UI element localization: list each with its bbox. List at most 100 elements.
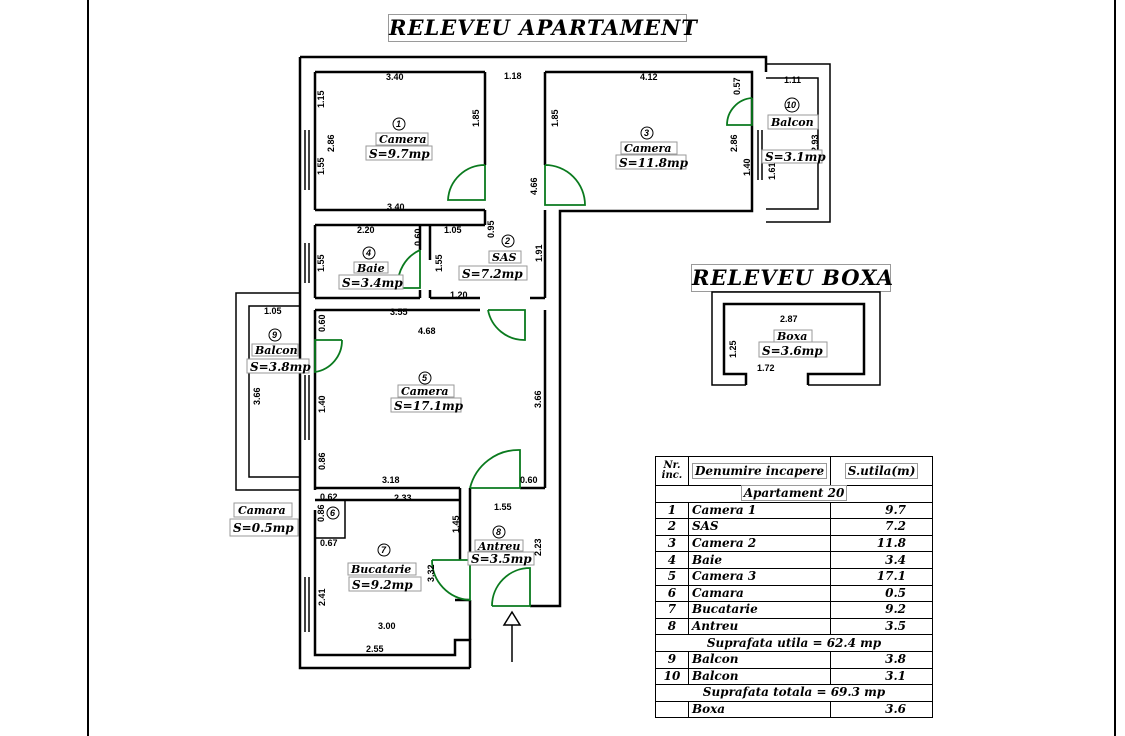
row-nr: 5 bbox=[655, 567, 689, 586]
table-row: 3 Camera 2 11.8 bbox=[655, 534, 933, 553]
row-name: Camara bbox=[687, 584, 832, 603]
row-area: 9.2 bbox=[830, 601, 933, 619]
dim: 1.91 bbox=[534, 244, 544, 262]
row-nr: 2 bbox=[655, 518, 689, 536]
row-area: 7.2 bbox=[830, 518, 933, 536]
door-balcon-10 bbox=[726, 97, 753, 126]
dim: 2.55 bbox=[366, 644, 384, 654]
dim: 0.60 bbox=[520, 475, 538, 485]
room-9-number: 9 bbox=[272, 330, 277, 340]
dim: 1.85 bbox=[471, 109, 481, 127]
room-2-number: 2 bbox=[504, 236, 510, 246]
dim: 0.95 bbox=[486, 220, 496, 238]
door-bucatarie bbox=[431, 559, 471, 601]
header-area-text: S.utila(m) bbox=[844, 462, 919, 479]
room-9-area: S=3.8mp bbox=[250, 360, 311, 374]
table-row: 4 Baie 3.4 bbox=[655, 551, 933, 569]
dim: 1.55 bbox=[434, 254, 444, 272]
dim: 0.62 bbox=[320, 492, 338, 502]
dim: 1.05 bbox=[444, 225, 462, 235]
table-row: 10 Balcon 3.1 bbox=[655, 667, 933, 686]
dim: 1.15 bbox=[316, 90, 326, 108]
dimension-labels: 3.40 1.18 4.12 0.57 1.11 1.15 2.86 1.55 … bbox=[252, 71, 820, 654]
dim: 3.66 bbox=[252, 387, 262, 405]
room-1-name: Camera bbox=[379, 133, 426, 146]
section-title: Apartament 20 bbox=[655, 485, 933, 503]
room-3-area: S=11.8mp bbox=[619, 156, 689, 170]
row-area: 0.5 bbox=[830, 584, 933, 603]
row-area: 3.8 bbox=[830, 650, 933, 669]
room-7-area: S=9.2mp bbox=[352, 578, 413, 592]
row-name: Baie bbox=[687, 551, 832, 569]
table-row: 1 Camera 1 9.7 bbox=[655, 501, 933, 520]
row-nr-empty bbox=[655, 700, 689, 719]
door-balcon-9 bbox=[314, 339, 343, 374]
room-7-name: Bucatarie bbox=[350, 563, 411, 576]
room-7-number: 7 bbox=[381, 545, 387, 555]
dim: 1.40 bbox=[317, 395, 327, 413]
dim: 2.93 bbox=[810, 134, 820, 152]
dim: 1.55 bbox=[494, 502, 512, 512]
row-area: 3.4 bbox=[830, 551, 933, 569]
dim: 1.85 bbox=[550, 109, 560, 127]
dim: 1.11 bbox=[784, 75, 801, 85]
room-9-name: Balcon bbox=[254, 344, 298, 357]
door-camera-2 bbox=[544, 164, 586, 206]
row-name: Balcon bbox=[687, 650, 832, 669]
table-row: 5 Camera 3 17.1 bbox=[655, 567, 933, 586]
dim: 2.23 bbox=[533, 538, 543, 556]
dim: 1.40 bbox=[742, 158, 752, 176]
row-name: SAS bbox=[687, 518, 832, 536]
room-3-name: Camera bbox=[624, 142, 671, 155]
dim: 2.33 bbox=[394, 493, 412, 503]
table-row: 6 Camara 0.5 bbox=[655, 584, 933, 603]
sheet-border-right bbox=[1114, 0, 1116, 736]
row-nr: 1 bbox=[655, 501, 689, 520]
dim: 1.20 bbox=[450, 290, 468, 300]
dim: 3.40 bbox=[387, 202, 405, 212]
table-row: Boxa 3.6 bbox=[655, 700, 933, 719]
row-area: 3.6 bbox=[830, 700, 933, 719]
table-row: 9 Balcon 3.8 bbox=[655, 650, 933, 669]
apartment-walls bbox=[235, 55, 831, 670]
dim: 0.86 bbox=[317, 452, 327, 470]
dim: 3.00 bbox=[378, 621, 396, 631]
dim: 4.12 bbox=[640, 72, 658, 82]
room-6-area: S=0.5mp bbox=[233, 521, 294, 535]
dim: 2.41 bbox=[317, 588, 327, 606]
table-header-row: Nr. inc. Denumire incapere S.utila(m) bbox=[655, 456, 933, 486]
box-title: RELEVEU BOXA bbox=[691, 264, 895, 292]
room-10-name: Balcon bbox=[770, 116, 814, 129]
room-8-name: Antreu bbox=[477, 540, 520, 553]
room-10-area: S=3.1mp bbox=[765, 150, 826, 164]
dim: 1.25 bbox=[728, 340, 738, 358]
table-row: 7 Bucatarie 9.2 bbox=[655, 601, 933, 619]
row-area: 11.8 bbox=[830, 534, 933, 553]
apartment-title: RELEVEU APARTAMENT bbox=[388, 14, 698, 42]
room-5-name: Camera bbox=[401, 385, 448, 398]
dim: 1.45 bbox=[451, 515, 461, 533]
dim: 3.40 bbox=[386, 72, 404, 82]
door-camera-1 bbox=[447, 164, 486, 201]
row-area: 3.1 bbox=[830, 667, 933, 686]
section-title-text: Apartament 20 bbox=[740, 485, 848, 502]
dim: 4.66 bbox=[529, 177, 539, 195]
row-nr: 8 bbox=[655, 617, 689, 636]
room-8-area: S=3.5mp bbox=[471, 552, 532, 566]
door-entrance bbox=[491, 567, 531, 607]
dim: 0.57 bbox=[732, 77, 742, 95]
dim: 2.20 bbox=[357, 225, 375, 235]
row-name: Balcon bbox=[687, 667, 832, 686]
dim: 1.55 bbox=[316, 157, 326, 175]
room-1-number: 1 bbox=[396, 119, 401, 129]
dim: 2.86 bbox=[729, 134, 739, 152]
dim: 1.05 bbox=[264, 306, 282, 316]
dim: 0.60 bbox=[317, 314, 327, 332]
row-area: 3.5 bbox=[830, 617, 933, 636]
box-room-area: S=3.6mp bbox=[762, 344, 823, 358]
row-name: Camera 2 bbox=[687, 534, 832, 553]
row-nr: 6 bbox=[655, 584, 689, 603]
dim: 0.86 bbox=[316, 504, 326, 522]
